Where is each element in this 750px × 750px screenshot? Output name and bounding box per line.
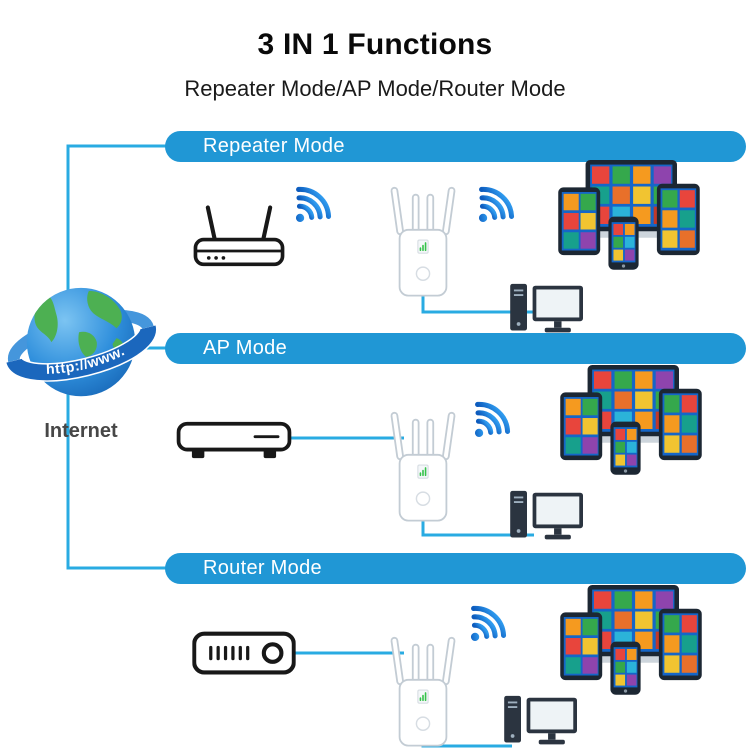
router-mode-banner: Router Mode — [165, 553, 746, 584]
router-mode-label: Router Mode — [203, 557, 322, 579]
repeater-mode-banner: Repeater Mode — [165, 131, 746, 162]
desktop-pc-icon — [509, 489, 584, 541]
ap-mode-label: AP Mode — [203, 337, 288, 359]
internet-globe-icon: http://www. — [5, 287, 158, 397]
wifi-signal-icon — [462, 392, 517, 447]
internet-label: Internet — [44, 420, 118, 442]
page-subtitle: Repeater Mode/AP Mode/Router Mode — [184, 76, 566, 101]
wifi-signal-icon — [283, 177, 338, 232]
wifi-signal-icon — [466, 177, 521, 232]
wifi-extender-icon — [390, 411, 456, 522]
page-title: 3 IN 1 Functions — [257, 28, 493, 61]
internet-globe: http://www. Internet — [2, 281, 160, 443]
client-devices-icon — [560, 365, 702, 475]
wifi-extender-icon — [390, 186, 456, 297]
wifi-extender-icon — [390, 636, 456, 747]
desktop-pc-icon — [509, 282, 584, 334]
repeater-extender-to-pc-wire — [421, 294, 534, 314]
wireless-router-icon — [193, 202, 285, 268]
ap-mode-banner: AP Mode — [165, 333, 746, 364]
desktop-pc-icon — [503, 694, 578, 746]
router-modem-icon — [192, 630, 296, 678]
wifi-signal-icon — [458, 596, 513, 651]
client-devices-icon — [558, 160, 700, 270]
ap-extender-to-pc-wire — [421, 519, 534, 537]
repeater-mode-label: Repeater Mode — [203, 135, 345, 157]
ap-modem-icon — [176, 421, 292, 461]
